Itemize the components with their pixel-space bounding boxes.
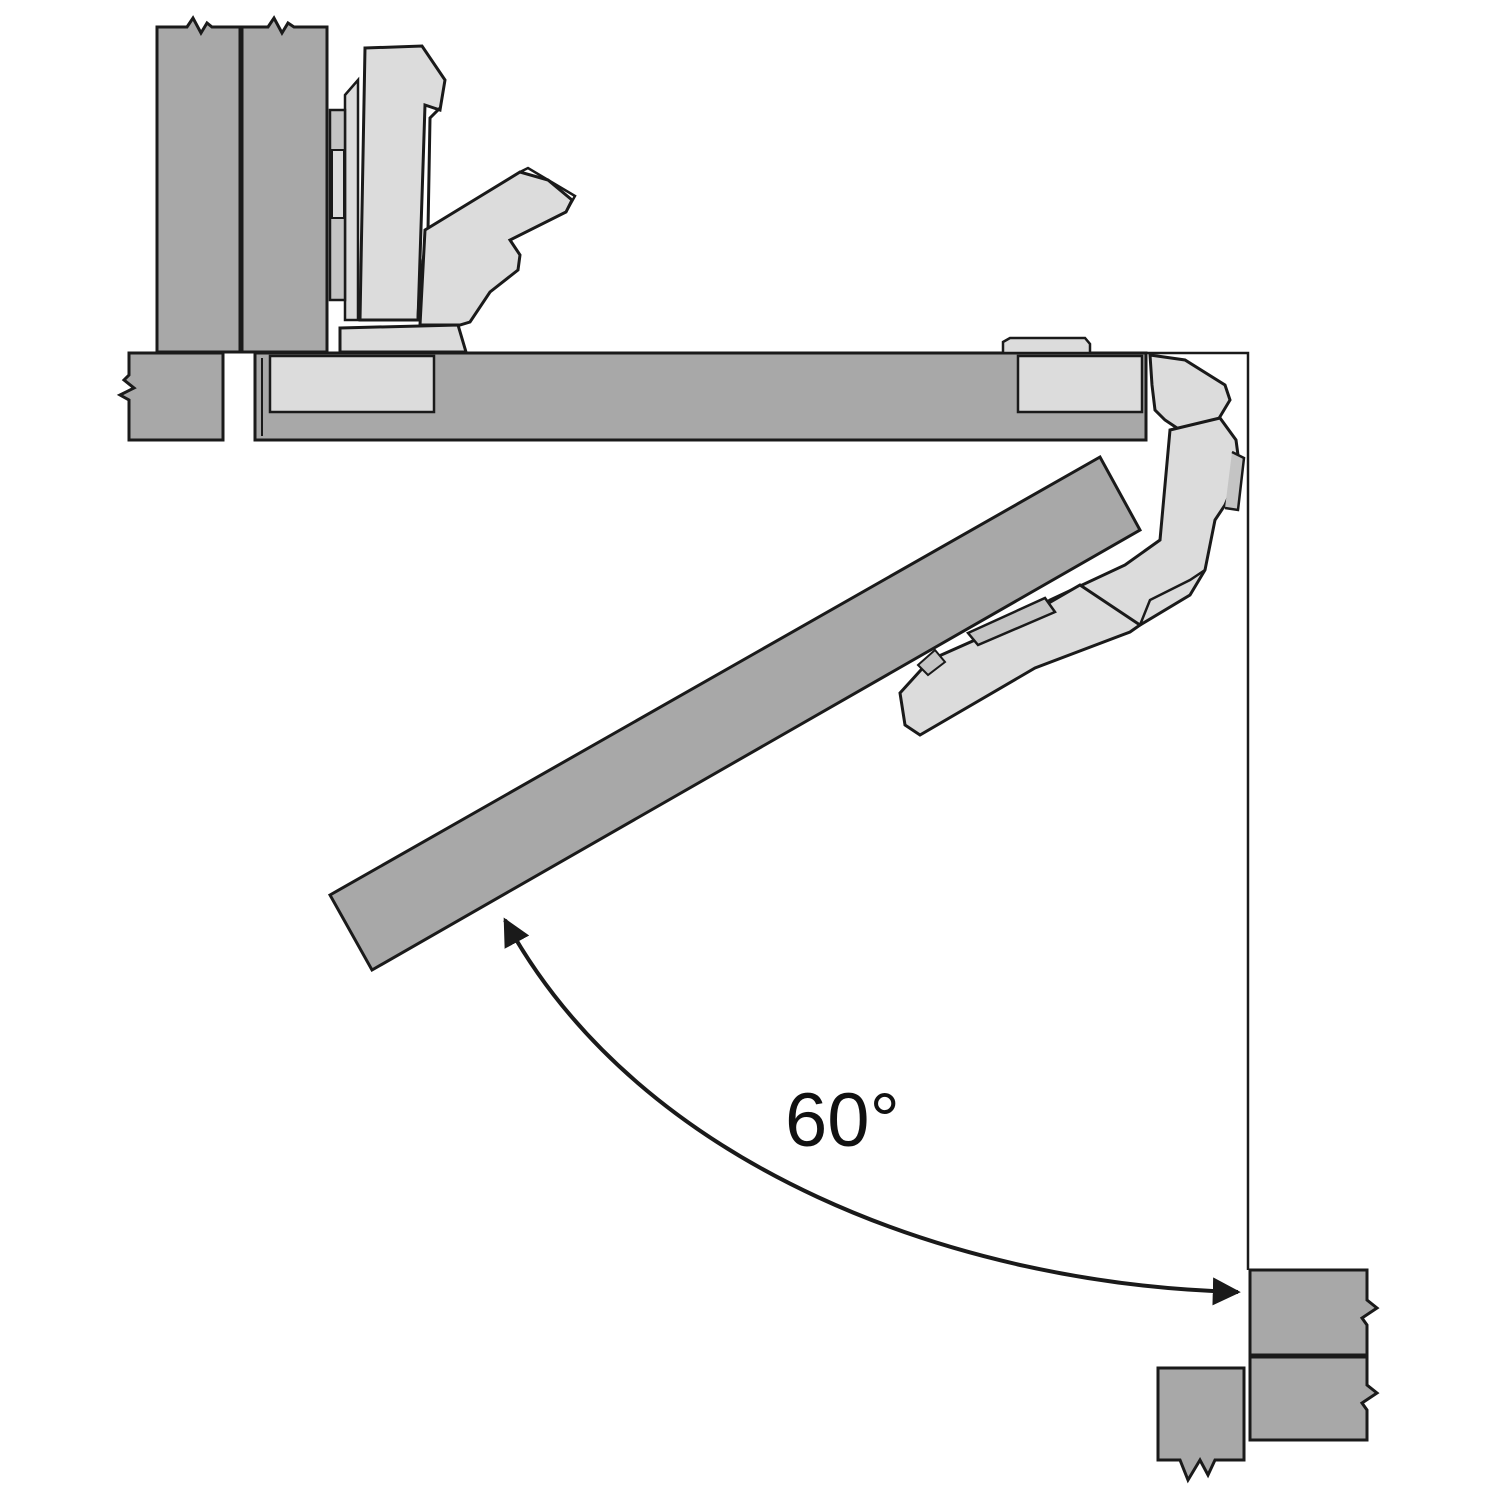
door-panel-open xyxy=(327,454,1143,973)
bottom-right-lower-block xyxy=(1248,1355,1380,1442)
cabinet-side-cut xyxy=(116,351,225,442)
bottom-left-block xyxy=(1156,1366,1246,1484)
angle-arc-arrow xyxy=(503,917,1241,1306)
angle-label: 60° xyxy=(785,1078,900,1163)
stacked-panel-left xyxy=(155,15,242,354)
bottom-right-upper-block xyxy=(1248,1268,1380,1357)
side-hinge xyxy=(898,353,1246,737)
reference-outline xyxy=(1146,351,1250,1270)
top-hinge xyxy=(328,44,577,354)
cabinet-top-panel xyxy=(253,336,1148,442)
stacked-panel-right xyxy=(240,15,329,354)
